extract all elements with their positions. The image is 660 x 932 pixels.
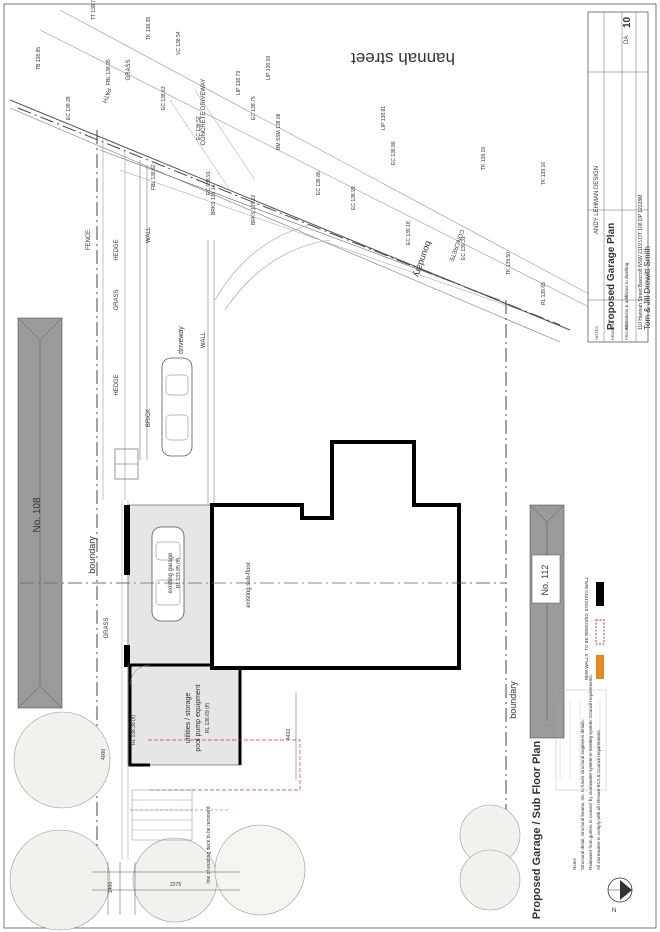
utilities-rl: RL 136.69 (ff): [205, 703, 211, 734]
svg-text:EC 138.99: EC 138.99: [351, 186, 357, 210]
svg-text:TT 138.79: TT 138.79: [91, 0, 97, 20]
lot-108: No. 108: [17, 317, 63, 709]
path-label: PATH: [101, 87, 112, 103]
driveway-label: driveway: [178, 326, 185, 354]
grass-label-1: GRASS: [114, 289, 120, 310]
svg-text:FBL 138.95: FBL 138.95: [106, 59, 112, 85]
svg-text:RL 139.65: RL 139.65: [541, 282, 547, 305]
boundary-bottom-label: boundary: [508, 681, 518, 719]
svg-text:LIP 138.79: LIP 138.79: [236, 71, 242, 95]
hedge-label-2: HEDGE: [114, 374, 120, 395]
boundary-left-label: boundary: [87, 536, 97, 574]
existing-garage-label: existing garage: [168, 552, 174, 593]
svg-text:EC 138.86: EC 138.86: [316, 171, 322, 195]
dim-2275: 2275: [170, 882, 181, 888]
dim-1400: 1400: [108, 882, 114, 893]
project-desc: Alterations & additions to dwelling: [624, 262, 629, 330]
deck-stairs: [131, 789, 193, 841]
svg-text:EC 138.88: EC 138.88: [391, 141, 397, 165]
dimensions: [92, 692, 297, 915]
sheet-number: 10: [622, 16, 633, 28]
conc-driveway-label: CONCRETE DRIVEWAY: [201, 79, 207, 146]
svg-text:TK 138.39: TK 138.39: [146, 17, 152, 40]
dim-4000: 4000: [101, 749, 107, 760]
notes-line-2: Rainwater from gutters to connect by sto…: [588, 674, 593, 870]
existing-subfloor-label: existing sub-floor: [246, 562, 252, 607]
svg-text:EC 138.75: EC 138.75: [251, 96, 257, 120]
svg-text:EC 139.31: EC 139.31: [461, 236, 467, 260]
utilities-storage: utilities / storage pool pump equipment …: [127, 663, 301, 811]
svg-text:EC 138.28: EC 138.28: [66, 96, 72, 120]
legend-existing-swatch: [596, 582, 604, 606]
notes-line-1: Structural detail, structural beams, etc…: [580, 719, 585, 870]
legend-new-swatch: [596, 655, 604, 679]
fence-label: FENCE: [86, 230, 92, 250]
car-driveway: [161, 357, 193, 457]
svg-text:BRKS 139.14: BRKS 139.14: [211, 184, 217, 215]
lot-112: No. 112: [529, 504, 565, 739]
existing-garage-rl: RL 133.85 (ff): [176, 558, 182, 589]
garage-existing-walls: [124, 505, 130, 667]
svg-text:EC 138.91: EC 138.91: [206, 171, 212, 195]
address: 110 Hannah Street Beecroft NSW 2119 LOT …: [638, 195, 644, 330]
brick-label: BRICK: [146, 409, 152, 427]
svg-text:LIP 138.81: LIP 138.81: [381, 106, 387, 130]
grass-label-3: GRASS: [126, 59, 132, 80]
hedge-label-1: HEDGE: [114, 239, 120, 260]
street-area: TB 138.85 EC 138.28 FBL 138.95 TK 138.39…: [9, 0, 601, 343]
notes-line-3: All stormwater to comply with all releva…: [596, 729, 601, 870]
drawing-title: Proposed Garage Plan: [606, 223, 617, 330]
title-block: ANDY LEHMAN DESIGN Proposed Garage Plan …: [587, 11, 652, 343]
svg-text:TK 139.50: TK 139.50: [506, 252, 512, 275]
rl-138-label: RL 138.38 (ff): [131, 715, 137, 746]
client-name: Tom & Jill Drewitt Smith: [643, 246, 652, 330]
svg-text:VC 138.54: VC 138.54: [176, 31, 182, 55]
north-arrow: N: [607, 877, 633, 914]
sheet-border: [3, 3, 657, 929]
legend-removed-label: TO BE REMOVED: [584, 613, 589, 651]
dim-4410: 4410: [286, 729, 292, 740]
utilities-label: utilities / storage: [185, 693, 192, 744]
street-name: hannah street: [351, 49, 455, 68]
svg-text:LIP 138.59: LIP 138.59: [266, 56, 272, 80]
legend: EXISTING WALL TO BE REMOVED NEW WALLS: [584, 576, 605, 681]
notes-block: Notes Structural detail, structural beam…: [572, 674, 601, 870]
abbreviations: [555, 689, 607, 791]
svg-text:EC 138.52: EC 138.52: [196, 116, 202, 140]
wall-label-1: WALL: [146, 226, 152, 243]
wall-label-2: WALL: [201, 331, 207, 348]
existing-garage: existing garage RL 133.85 (ff): [127, 504, 213, 666]
trees: [9, 711, 521, 931]
legend-existing-label: EXISTING WALL: [584, 576, 589, 611]
svg-text:TK 139.16: TK 139.16: [541, 162, 547, 185]
legend-new-label: NEW WALLS: [584, 654, 589, 681]
pool-pump-label: pool pump equipment: [195, 684, 202, 751]
project-label: PROJECT: [624, 321, 629, 340]
svg-text:EC 138.63: EC 138.63: [161, 86, 167, 110]
svg-text:TB 138.85: TB 138.85: [36, 47, 42, 70]
svg-text:EC 139.18: EC 139.18: [406, 221, 412, 245]
deck-label: line of existing deck to be removed: [206, 806, 212, 883]
lot-112-label: No. 112: [540, 565, 550, 596]
notes-heading: Notes: [572, 857, 577, 870]
drawing-label: DRAWING: [610, 321, 615, 340]
notes-label: NOTES: [594, 326, 599, 340]
north-label: N: [612, 908, 616, 914]
svg-text:FBL 138.62: FBL 138.62: [151, 164, 157, 190]
lot-108-label: No. 108: [32, 497, 43, 532]
svg-text:TK 138.19: TK 138.19: [481, 147, 487, 170]
grass-label-2: GRASS: [104, 617, 110, 638]
svg-text:BM SSM 138.08: BM SSM 138.08: [276, 113, 282, 150]
sheet-prefix: DA: [624, 36, 630, 44]
svg-text:BRKS 139.22: BRKS 139.22: [251, 194, 257, 225]
proposed-garage-outline: [210, 440, 461, 670]
legend-removed-swatch: [595, 619, 605, 645]
plan-title: Proposed Garage / Sub Floor Plan: [531, 740, 543, 919]
firm-name: ANDY LEHMAN DESIGN: [594, 166, 600, 234]
